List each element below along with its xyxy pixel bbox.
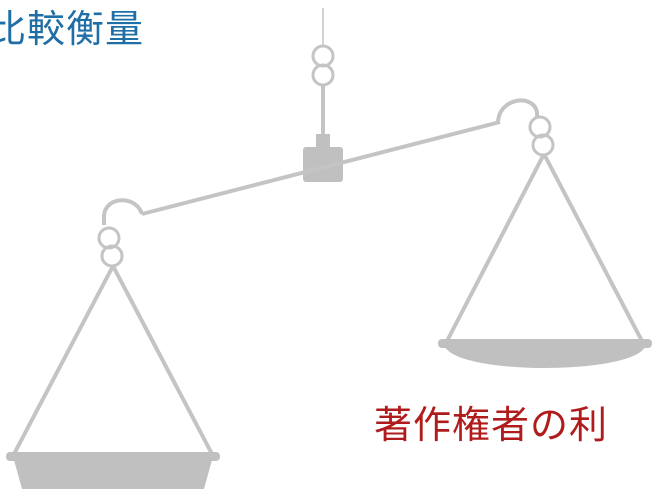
left-hook-icon bbox=[102, 198, 144, 225]
left-pan bbox=[6, 452, 220, 489]
right-pan bbox=[438, 339, 652, 368]
right-pan-strings bbox=[445, 153, 644, 342]
rights-holder-label: 著作権者の利 bbox=[374, 403, 609, 447]
right-chain-icon bbox=[528, 115, 555, 157]
top-chain-icon bbox=[311, 44, 335, 87]
left-chain-icon bbox=[97, 226, 124, 268]
pivot-base bbox=[303, 147, 343, 182]
beam bbox=[141, 120, 501, 216]
pivot-block bbox=[316, 134, 330, 148]
title-label: 比較衡量 bbox=[0, 7, 145, 51]
left-pan-strings bbox=[12, 265, 214, 455]
right-hook-icon bbox=[496, 98, 539, 124]
